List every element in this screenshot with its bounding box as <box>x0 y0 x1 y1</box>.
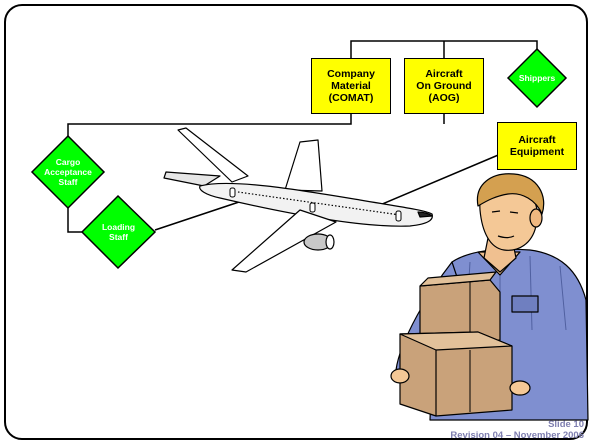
shippers-label: Shippers <box>508 49 566 107</box>
comat-line-3: (COMAT) <box>328 92 374 104</box>
loading-staff-label: Loading Staff <box>82 196 155 268</box>
connector-equipment-aircraft <box>379 152 504 206</box>
comat-line-1: Company <box>327 68 375 80</box>
cargo-acceptance-diamond <box>30 134 106 210</box>
shippers-diamond <box>506 47 568 109</box>
slide-number: Slide 10 <box>548 419 584 430</box>
cargo-line-2: Acceptance <box>44 167 92 177</box>
connector-comat-cargo <box>67 114 352 136</box>
aog-box: Aircraft On Ground (AOG) <box>404 58 484 114</box>
connector-cargo-loading <box>67 208 82 233</box>
comat-box: Company Material (COMAT) <box>311 58 391 114</box>
equipment-line-1: Aircraft <box>518 134 556 146</box>
equipment-line-2: Equipment <box>509 146 565 158</box>
loading-line-1: Loading <box>101 222 136 232</box>
airplane-illustration <box>163 127 433 273</box>
connector-loading-aircraft <box>154 199 246 231</box>
loading-line-2: Staff <box>109 232 128 242</box>
loading-staff-diamond <box>80 194 157 270</box>
comat-line-2: Material <box>331 80 371 92</box>
shippers-line-1: Shippers <box>518 73 556 83</box>
cargo-acceptance-label: Cargo Acceptance Staff <box>32 136 104 208</box>
aog-line-1: Aircraft <box>425 68 463 80</box>
aog-line-3: (AOG) <box>428 92 460 104</box>
revision-text: Revision 04 – November 2006 <box>450 430 584 441</box>
aircraft-equipment-box: Aircraft Equipment <box>497 122 577 170</box>
cargo-line-1: Cargo <box>55 157 81 167</box>
delivery-man-illustration <box>390 173 589 421</box>
cargo-line-3: Staff <box>58 177 78 187</box>
slide-frame <box>4 4 588 440</box>
aog-line-2: On Ground <box>416 80 472 92</box>
